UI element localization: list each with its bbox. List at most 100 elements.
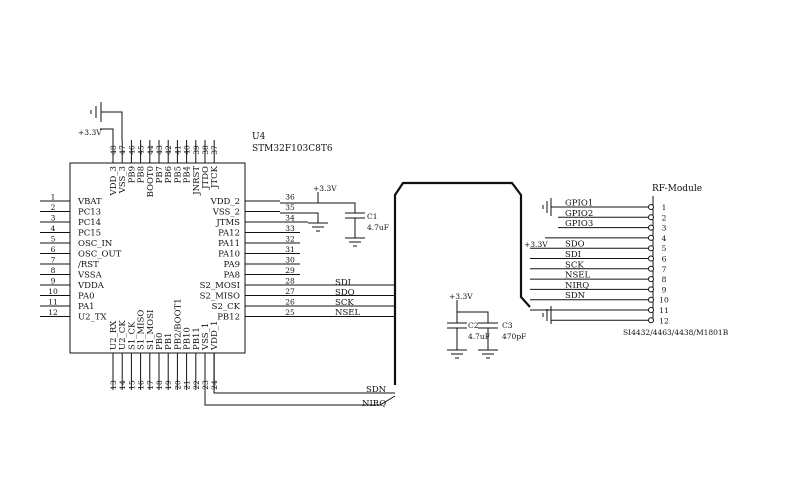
mcu-pin-number: 26 [285, 298, 295, 307]
mcu-pin-number: 22 [192, 380, 201, 390]
module-pin-connector-icon [648, 255, 654, 262]
module-pin-label: GPIO2 [565, 209, 593, 219]
mcu-pin-number: 43 [155, 145, 164, 155]
mcu-pin-label: PA12 [218, 229, 240, 239]
mcu-pin-label: VSS_3 [118, 166, 128, 194]
module-pin-number: 3 [662, 224, 667, 233]
module-pin-number: 9 [662, 285, 667, 294]
mcu-pin-label: PB12 [217, 313, 240, 323]
mcu-pin-label: PB11 [192, 327, 202, 350]
ground-icon-module-top [542, 198, 552, 216]
c3-value: 470pF [502, 332, 526, 341]
module-pin-connector-icon [648, 286, 654, 293]
module-pin-label: NSEL [565, 271, 590, 281]
module-pin-label: SCK [565, 260, 584, 270]
mcu-pin-number: 39 [192, 145, 201, 155]
c1-top-wire [318, 202, 356, 213]
net-sdi: SDI [335, 278, 351, 288]
module-pin-number: 7 [662, 265, 667, 274]
c2c3-top-wire [456, 300, 489, 323]
mcu-pin-number: 41 [173, 145, 182, 155]
module-pin-connector-icon [648, 296, 654, 303]
module-pin-label: SDI [565, 250, 581, 260]
vcc-label-module: +3.3V [524, 240, 548, 249]
mcu-pin-number: 19 [164, 380, 173, 390]
module-pin-number: 10 [659, 296, 669, 305]
mcu-pin-label: U2_TX [78, 313, 107, 323]
mcu-pin-number: 40 [183, 145, 192, 155]
mcu-pin-number: 42 [164, 145, 173, 155]
mcu-pin-number: 23 [201, 380, 210, 390]
mcu-part: STM32F103C8T6 [252, 144, 333, 154]
module-pin-number: 12 [659, 316, 669, 325]
mcu-pin-label: PB5 [173, 166, 183, 183]
mcu-pin-label: U2_RX [109, 320, 119, 350]
module-pin-connector-icon [648, 224, 654, 231]
mcu-pin-number: 46 [127, 145, 136, 155]
mcu-pin-number: 1 [51, 193, 56, 202]
mcu-pin-label: JTCK [210, 165, 220, 189]
mcu-pin-label: S1_MISO [137, 310, 147, 350]
module-title: RF-Module [652, 184, 702, 194]
module-pin-number: 1 [662, 203, 667, 212]
mcu-pin-number: 48 [109, 145, 118, 155]
module-pin-number: 5 [662, 244, 667, 253]
mcu-pin-label: PB4 [183, 166, 193, 183]
net-sdn-mcu: SDN [366, 385, 387, 395]
mcu-pin-label: PA11 [218, 239, 240, 249]
mcu-pin-number: 32 [285, 235, 295, 244]
mcu-pin-label: PB9 [127, 166, 137, 183]
mcu-pin-number: 47 [118, 145, 127, 155]
nirq-wire [204, 353, 396, 406]
mcu-pin-label: S1_MOSI [146, 310, 156, 350]
mcu-pin-number: 12 [48, 308, 58, 317]
mcu-pin-label: OSC_OUT [78, 250, 122, 260]
vcc-label-c1: +3.3V [313, 184, 337, 193]
mcu-pin-label: /RST [78, 260, 99, 270]
mcu-pin-number: 31 [285, 245, 295, 254]
mcu-pin-label: JTDO [201, 166, 211, 190]
mcu-pin-label: VDD_2 [210, 197, 240, 207]
mcu-pin-label: PA8 [224, 271, 241, 281]
mcu-pin-number: 35 [285, 203, 295, 212]
mcu-pin-number: 2 [51, 203, 56, 212]
net-nsel: NSEL [335, 308, 360, 318]
capacitor-c3-icon [478, 322, 498, 329]
mcu-pin-number: 14 [118, 380, 127, 390]
net-nirq-mcu: NIRQ [362, 399, 386, 409]
mcu-pin-number: 37 [210, 145, 219, 155]
vcc-label-c2: +3.3V [449, 292, 473, 301]
mcu-pin-number: 27 [285, 287, 295, 296]
module-pin-label: GPIO1 [565, 199, 593, 209]
mcu-pin-number: 18 [155, 380, 164, 390]
module-pin-connector-icon [648, 204, 654, 210]
c2-value: 4.7uF [468, 332, 490, 341]
mcu-pin-number: 16 [137, 380, 146, 390]
mcu-pin-label: PB1 [164, 333, 174, 350]
mcu-pin-label: VDDA [77, 281, 105, 291]
module-pin-connector-icon [648, 265, 654, 272]
mcu-pin-label: PB6 [164, 166, 174, 183]
module-pin-connector-icon [648, 234, 654, 241]
mcu-pin-label: VDD_3 [109, 166, 119, 196]
module-pin-connector-icon [648, 214, 654, 221]
mcu-pin-label: OSC_IN [78, 239, 113, 249]
mcu-pin-number: 4 [51, 224, 56, 233]
mcu-pin-label: VSS_1 [201, 323, 211, 351]
mcu-pin-label: PB0 [155, 333, 165, 350]
module-pin-connector-icon [648, 317, 654, 324]
mcu-pin-label: S2_MISO [200, 292, 240, 302]
module-pin-label: GPIO3 [565, 219, 593, 229]
vss2-wire [280, 212, 319, 223]
net-sck: SCK [335, 298, 354, 308]
module-pin-label: SDN [565, 291, 586, 301]
mcu-pin-label: PA1 [78, 302, 95, 312]
c3-ref: C3 [502, 321, 513, 330]
c2-ref: C2 [468, 321, 479, 330]
mcu-pin-number: 33 [285, 224, 295, 233]
c1-value: 4.7uF [367, 223, 389, 232]
mcu-pin-label: U2_CK [118, 320, 128, 350]
mcu-ref: U4 [252, 132, 266, 142]
